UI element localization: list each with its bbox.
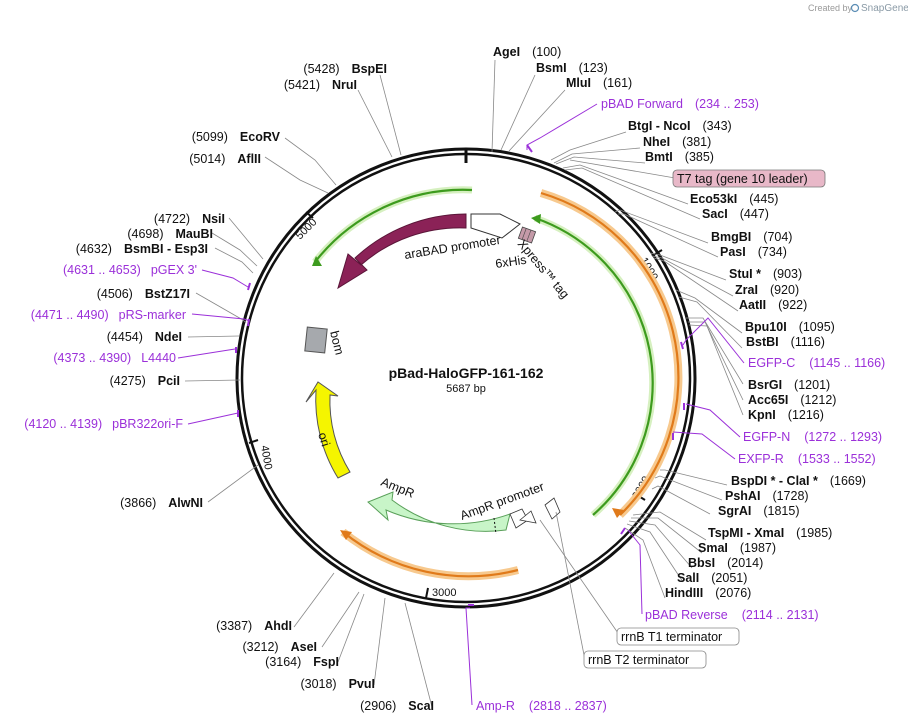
ampr-arrow [367,491,511,532]
t7-leader [569,159,676,179]
site-nsii: (4722)NsiI [154,212,225,226]
site-kpni: KpnI(1216) [748,408,824,422]
site-ahdi: (3387)AhdI [216,619,292,633]
arac-arrow [337,213,467,290]
site-bstz17i: (4506)BstZ17I [97,287,190,301]
site-leaders [184,59,744,708]
site-eco53ki: Eco53kI(445) [690,192,778,206]
site-fspi: (3164)FspI [265,655,339,669]
site-ndei: (4454)NdeI [107,330,182,344]
primer-egfp-n: EGFP-N(1272 .. 1293) [743,430,882,444]
site-bmgbi: BmgBI(704) [711,230,792,244]
site-btgi-ncoi: BtgI - NcoI(343) [628,119,732,133]
snapgene-logo-icon [850,3,860,13]
site-aflii: (5014)AflII [189,152,261,166]
plasmid-name: pBad-HaloGFP-161-162 [389,365,544,381]
site-nhei: NheI(381) [643,135,711,149]
primer-leaders [177,103,745,706]
site-bsrgi: BsrGI(1201) [748,378,830,392]
bom-label: bom [327,329,346,356]
site-pasi: PasI(734) [720,245,787,259]
site-acc65i: Acc65I(1212) [748,393,836,407]
tick-5000: 5000 [294,216,320,242]
primer-prs-marker: (4471 .. 4490)pRS-marker [31,308,186,322]
site-tspmi-xmai: TspMI - XmaI(1985) [708,526,832,540]
site-maubi: (4698)MauBI [127,227,213,241]
site-sali: SalI(2051) [677,571,747,585]
primer-pbad-reverse: pBAD Reverse(2114 .. 2131) [645,608,819,622]
ori-label: ori [315,431,333,449]
site-bmti: BmtI(385) [645,150,714,164]
site-mlui: MluI(161) [566,76,632,90]
site-bpu10i: Bpu10I(1095) [745,320,835,334]
rrnb-t1-box [616,627,740,646]
site-saci: SacI(447) [702,207,769,221]
tick-3000: 3000 [432,587,456,599]
primer-pbad-forward: pBAD Forward(234 .. 253) [601,97,759,111]
rrnb-t2-label: rrnB T2 terminator [588,653,689,667]
credit-prefix: Created by [808,3,853,13]
site-bstbi: BstBI(1116) [746,335,825,349]
primer-pgex-3: (4631 .. 4653)pGEX 3' [63,263,197,277]
orange-arcs [340,189,683,581]
his-xpress-box [517,226,537,244]
bom-box [304,326,328,354]
site-scai: (2906)ScaI [360,699,434,713]
site-alwni: (3866)AlwNI [120,496,203,510]
tick-4000: 4000 [258,444,274,470]
site-sgrai: SgrAI(1815) [718,504,799,518]
ori-arrow [305,381,351,479]
primer-ticks [235,144,685,606]
arabad-promoter-arrow [470,213,521,239]
primer-egfp-c: EGFP-C(1145 .. 1166) [748,356,885,370]
rrnb1-leader [539,519,621,637]
site-bspei: (5428)BspEI [303,62,387,76]
his-label: 6xHis [494,253,527,271]
t7-tag-box [672,169,826,188]
rrnb2-leader [555,511,586,661]
site-nrui: (5421)NruI [284,78,357,92]
rrnb-t1-label: rrnB T1 terminator [621,630,722,644]
site-smai: SmaI(1987) [698,541,776,555]
site-bbsi: BbsI(2014) [688,556,763,570]
primer-l4440: (4373 .. 4390)L4440 [53,351,176,365]
xpress-label: Xpress™ tag [515,237,572,301]
t7-tag-label: T7 tag (gene 10 leader) [677,172,808,186]
site-bsmbi-esp3i: (4632)BsmBI - Esp3I [76,242,208,256]
site-pvui: (3018)PvuI [300,677,375,691]
primer-exfp-r: EXFP-R(1533 .. 1552) [738,452,876,466]
snapgene-credit: Created by SnapGene [808,3,908,14]
site-aatii: AatII(922) [739,298,807,312]
rrnb-t2-box [583,650,707,669]
credit-brand: SnapGene [861,3,908,14]
site-asei: (3212)AseI [242,640,317,654]
site-pshai: PshAI(1728) [725,489,809,503]
site-hindiii: HindIII(2076) [665,586,751,600]
site-bspdi-clai: BspDI * - ClaI *(1669) [731,474,866,488]
site-agei: AgeI(100) [493,45,561,59]
primer-amp-r: Amp-R(2818 .. 2837) [476,699,607,713]
green-arcs [312,186,657,518]
site-bsmi: BsmI(123) [536,61,608,75]
arabad-promoter-label: araBAD promoter [403,233,501,262]
plasmid-length: 5687 bp [446,383,486,395]
primer-pbr322ori-f: (4120 .. 4139)pBR322ori-F [24,417,183,431]
site-stui: StuI *(903) [729,267,802,281]
site-zrai: ZraI(920) [735,283,799,297]
site-ecorv: (5099)EcoRV [192,130,281,144]
site-pcii: (4275)PciI [110,374,180,388]
